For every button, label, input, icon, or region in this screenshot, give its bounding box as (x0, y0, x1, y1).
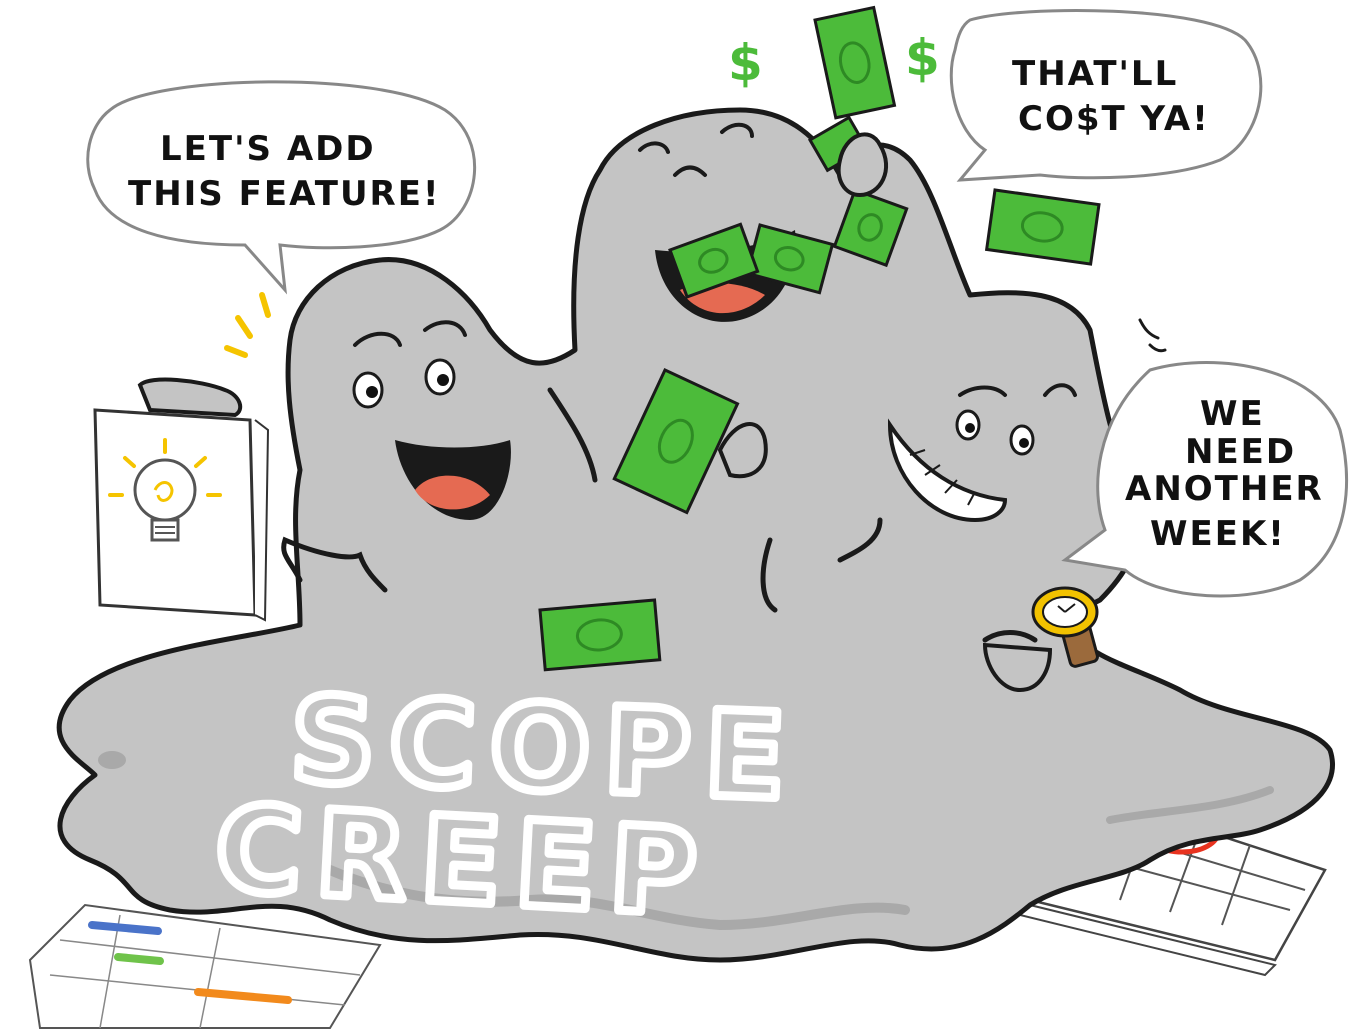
speech-bubble-top-right: THAT'LL CO$T YA! (949, 8, 1263, 182)
idea-paper (93, 377, 270, 622)
money-bill-icon (984, 188, 1101, 266)
wristwatch-icon (1031, 586, 1099, 668)
lightbulb-icon (108, 438, 222, 542)
bubble-top-right-line2: CO$T YA! (1018, 99, 1210, 139)
money-bill-icon (668, 222, 760, 299)
dollar-sign-icon: $ (728, 34, 765, 92)
bubble-left-line1: LET'S ADD (160, 129, 376, 169)
gantt-chart-icon (28, 903, 382, 1029)
money-bill-icon (612, 368, 740, 515)
money-bills (538, 5, 1101, 672)
left-monster-face (352, 320, 511, 520)
blob-title-line2: CREEP (212, 779, 714, 943)
monster-arms (281, 387, 1038, 643)
bubble-right-line2: NEED (1185, 432, 1296, 472)
money-bill-icon (832, 188, 909, 268)
bubble-right-line1: WE (1200, 394, 1265, 434)
scope-creep-blob (56, 107, 1335, 963)
right-monster-face (887, 318, 1167, 523)
blob-title-line1: SCOPE (288, 671, 802, 827)
speech-bubble-right: WE NEED ANOTHER WEEK! (1061, 361, 1349, 598)
money-bill-icon (813, 5, 897, 120)
money-bill-icon (745, 223, 835, 295)
bubble-left-line2: THIS FEATURE! (128, 174, 440, 214)
bubble-right-line4: WEEK! (1150, 514, 1286, 554)
bubble-top-right-line1: THAT'LL (1012, 54, 1178, 94)
dollar-sign-icon: $ (905, 29, 942, 87)
sparkle-lines (224, 292, 271, 358)
speech-bubble-left: LET'S ADD THIS FEATURE! (86, 80, 477, 295)
monster-hands (717, 132, 1053, 693)
money-bill-icon (538, 598, 662, 672)
bubble-right-line3: ANOTHER (1125, 469, 1324, 509)
